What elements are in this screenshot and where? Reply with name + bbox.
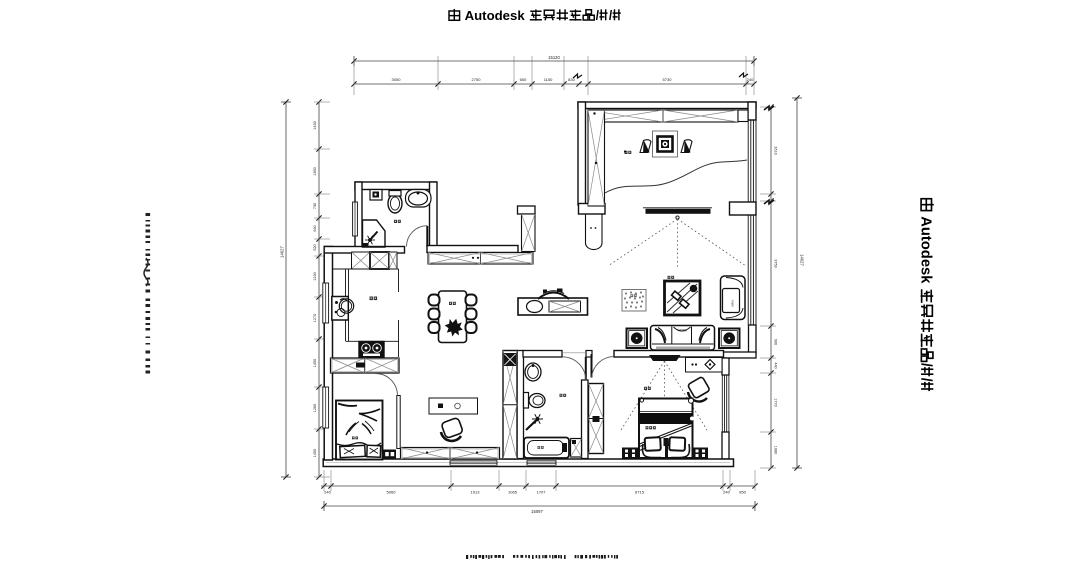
svg-text:15097: 15097 (531, 509, 543, 514)
svg-text:240: 240 (723, 490, 730, 495)
svg-text:3050: 3050 (392, 77, 402, 82)
svg-text:1270: 1270 (313, 314, 317, 322)
svg-text:2610: 2610 (774, 146, 778, 154)
svg-text:950: 950 (739, 490, 746, 495)
svg-text:830: 830 (568, 77, 575, 82)
svg-text:1230: 1230 (313, 272, 317, 280)
svg-text:3750: 3750 (774, 259, 778, 267)
svg-text:960: 960 (774, 339, 778, 345)
svg-text:Autodesk: Autodesk (465, 8, 526, 23)
svg-text:6715: 6715 (635, 490, 645, 495)
svg-text:1360: 1360 (313, 167, 317, 175)
svg-text:YWM: YWM (731, 299, 735, 307)
svg-text:1430: 1430 (313, 121, 317, 129)
svg-text:1450: 1450 (313, 449, 317, 457)
svg-text:440: 440 (774, 362, 778, 368)
svg-text:15120: 15120 (548, 55, 560, 60)
svg-text:5060: 5060 (387, 490, 397, 495)
svg-text:240: 240 (324, 490, 331, 495)
svg-text:1260: 1260 (313, 404, 317, 412)
svg-text:5730: 5730 (663, 77, 673, 82)
svg-text:520: 520 (313, 244, 317, 250)
svg-text:240: 240 (747, 77, 754, 82)
svg-text:1707: 1707 (537, 490, 547, 495)
svg-text:Autodesk: Autodesk (918, 216, 934, 284)
svg-text:640: 640 (313, 225, 317, 231)
svg-text:14627: 14627 (280, 246, 285, 258)
svg-text:1913: 1913 (471, 490, 481, 495)
svg-text:1080: 1080 (774, 446, 778, 454)
svg-text:650: 650 (520, 77, 527, 82)
svg-text:1450: 1450 (313, 359, 317, 367)
svg-text:730: 730 (313, 203, 317, 209)
svg-text:YWRM: YWRM (677, 329, 687, 333)
svg-text:14627: 14627 (800, 254, 805, 266)
svg-text:1150: 1150 (544, 77, 553, 82)
svg-text:2750: 2750 (472, 77, 482, 82)
svg-text:1065: 1065 (508, 490, 518, 495)
svg-text:1770: 1770 (774, 398, 778, 406)
